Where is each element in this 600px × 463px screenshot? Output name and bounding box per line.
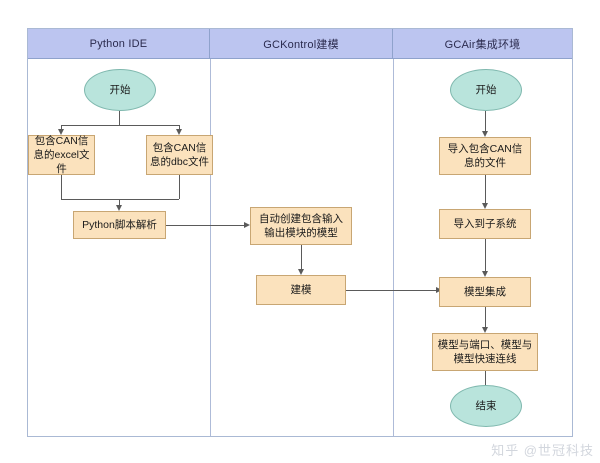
arrowhead-to-integration-vertical: [481, 271, 488, 277]
connector-integration-to-quick-connect: [485, 307, 486, 329]
connector-import-to-subsystem: [485, 175, 486, 205]
connector-auto-create-to-modeling: [301, 245, 302, 271]
node-model-integration[interactable]: 模型集成: [439, 277, 531, 307]
connector-split-left-drop: [61, 125, 62, 131]
arrowhead-to-excel-file: [57, 129, 64, 135]
node-quick-connect[interactable]: 模型与端口、模型与模型快速连线: [432, 333, 538, 371]
lane-divider-1: [210, 59, 211, 436]
node-excel-file[interactable]: 包含CAN信息的excel文件: [28, 135, 95, 175]
lane-divider-2: [393, 59, 394, 436]
node-start-right[interactable]: 开始: [450, 69, 522, 111]
connector-start-right-to-import: [485, 111, 486, 133]
node-auto-create-model[interactable]: 自动创建包含输入输出模块的模型: [250, 207, 352, 245]
connector-split-right-drop: [179, 125, 180, 131]
arrowhead-to-import-can-file: [481, 131, 488, 137]
connector-modeling-to-integration: [346, 290, 438, 291]
arrowhead-to-quick-connect: [481, 327, 488, 333]
connector-split-bus-left: [61, 125, 179, 126]
connector-python-to-auto-create: [166, 225, 246, 226]
arrowhead-to-auto-create-model: [244, 221, 250, 228]
arrowhead-to-import-subsystem: [481, 203, 488, 209]
lane-header-gcair: GCAir集成环境: [444, 38, 521, 51]
node-import-subsystem[interactable]: 导入到子系统: [439, 209, 531, 239]
node-dbc-file[interactable]: 包含CAN信息的dbc文件: [146, 135, 213, 175]
arrowhead-to-python-parse: [115, 205, 122, 211]
connector-dbc-down: [179, 175, 180, 199]
node-end-right[interactable]: 结束: [450, 385, 522, 427]
lane-header-python-ide: Python IDE: [28, 29, 210, 58]
connector-merge-stem: [119, 199, 120, 207]
lane-header-gckontrol: GCKontrol建模: [210, 29, 393, 58]
connector-subsystem-to-integration: [485, 239, 486, 273]
node-start-left[interactable]: 开始: [84, 69, 156, 111]
swimlane-diagram: Python IDE GCKontrol建模 GCAir集成环境 开始 包含CA…: [27, 28, 573, 437]
watermark-zhihu: 知乎 @世冠科技: [491, 443, 594, 458]
connector-merge-bus: [61, 199, 179, 200]
arrowhead-to-modeling: [297, 269, 304, 275]
connector-excel-down: [61, 175, 62, 199]
node-modeling[interactable]: 建模: [256, 275, 346, 305]
node-python-parse[interactable]: Python脚本解析: [73, 211, 166, 239]
connector-start-left-stem: [119, 111, 120, 125]
node-import-can-file[interactable]: 导入包含CAN信息的文件: [439, 137, 531, 175]
arrowhead-to-dbc-file: [175, 129, 182, 135]
lane-header-row: Python IDE GCKontrol建模 GCAir集成环境: [28, 29, 572, 59]
